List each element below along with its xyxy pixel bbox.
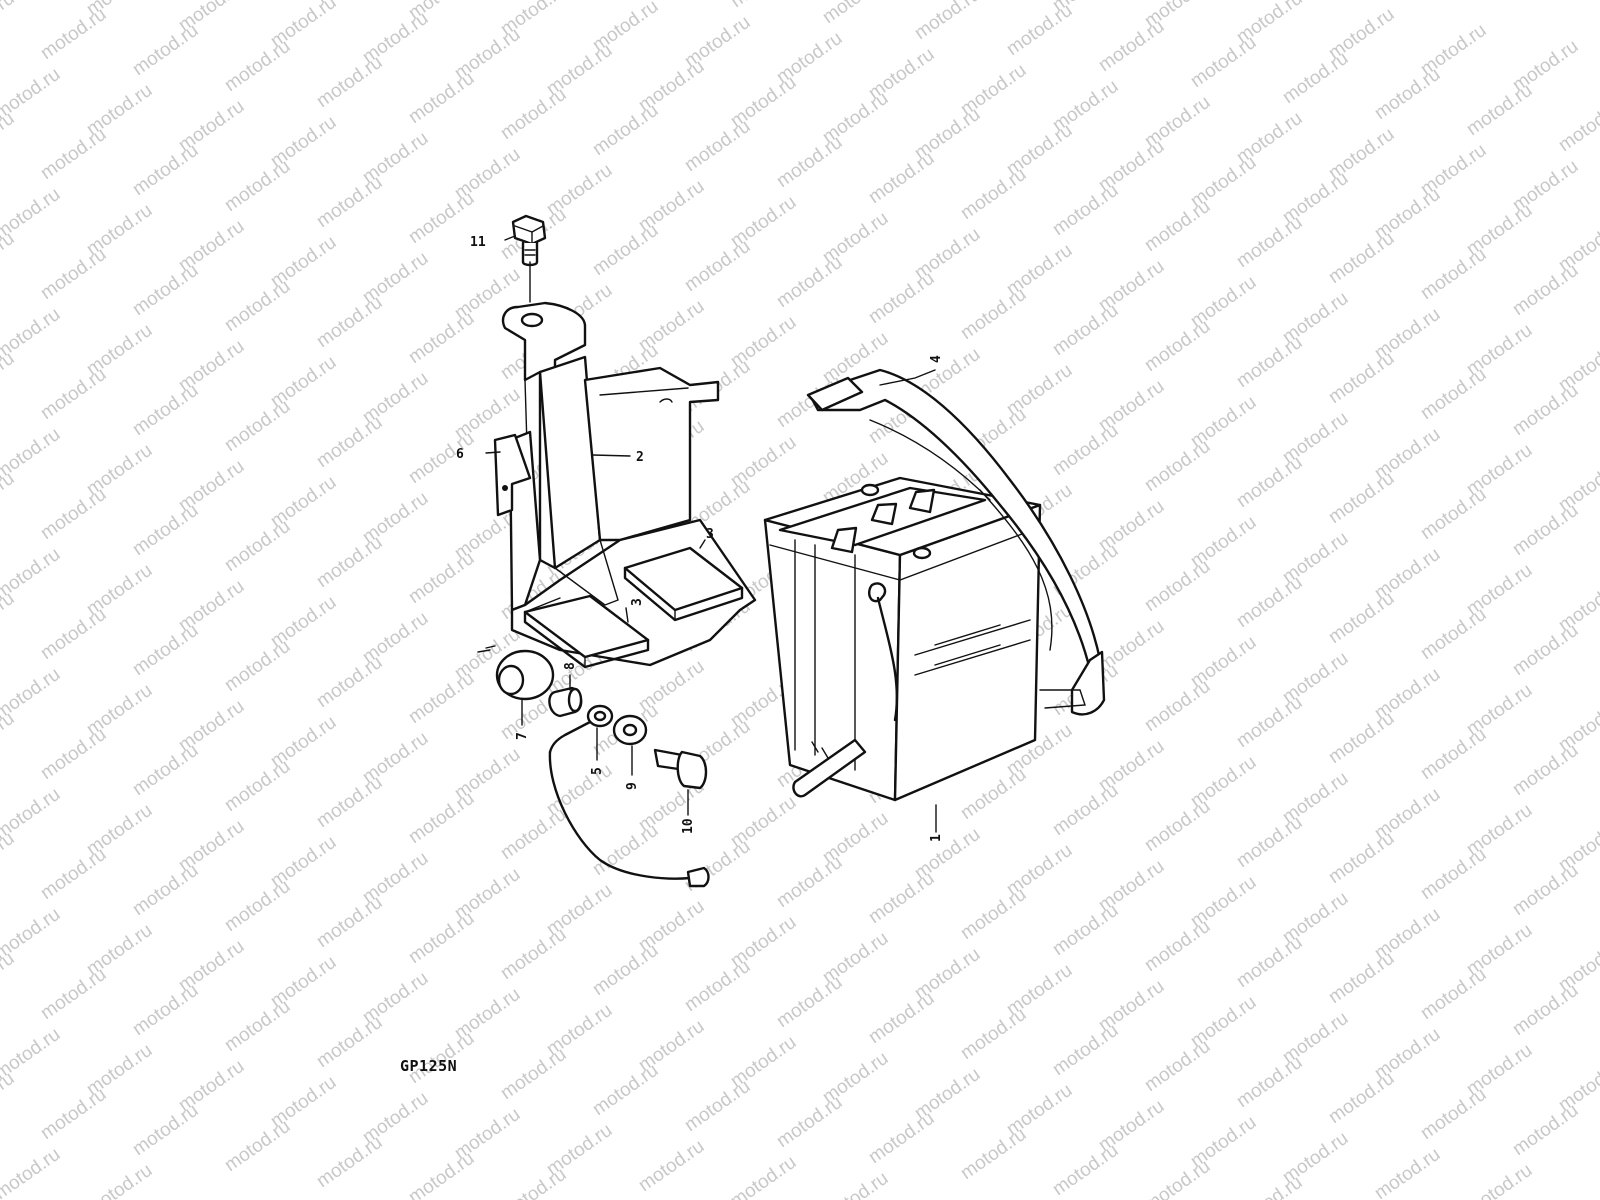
washer xyxy=(612,714,648,746)
callout-1: 1 xyxy=(929,834,944,842)
battery xyxy=(763,476,1042,802)
callout-3a: 3 xyxy=(706,527,714,542)
top-bolt xyxy=(511,214,547,267)
callout-7: 7 xyxy=(515,732,530,740)
model-code: GP125N xyxy=(400,1057,457,1075)
battery-strap xyxy=(806,368,1106,716)
bracket-loop xyxy=(553,538,619,606)
callout-6: 6 xyxy=(456,447,464,462)
battery-cushion-upper xyxy=(623,546,744,622)
holder-clip xyxy=(493,433,532,517)
callout-5: 5 xyxy=(590,767,605,775)
callout-3b: 3 xyxy=(630,598,645,606)
callout-11: 11 xyxy=(470,235,486,250)
callout-9: 9 xyxy=(625,782,640,790)
callout-8: 8 xyxy=(563,662,578,670)
callout-10: 10 xyxy=(681,818,696,834)
rubber-grommet xyxy=(477,645,555,701)
leader-lines xyxy=(485,235,937,833)
ground-lead xyxy=(548,704,710,888)
callout-2: 2 xyxy=(636,450,644,465)
mounting-bolt xyxy=(653,748,708,790)
battery-cushion-lower xyxy=(523,594,650,669)
spacer-collar xyxy=(548,686,583,718)
callout-4: 4 xyxy=(929,355,944,363)
